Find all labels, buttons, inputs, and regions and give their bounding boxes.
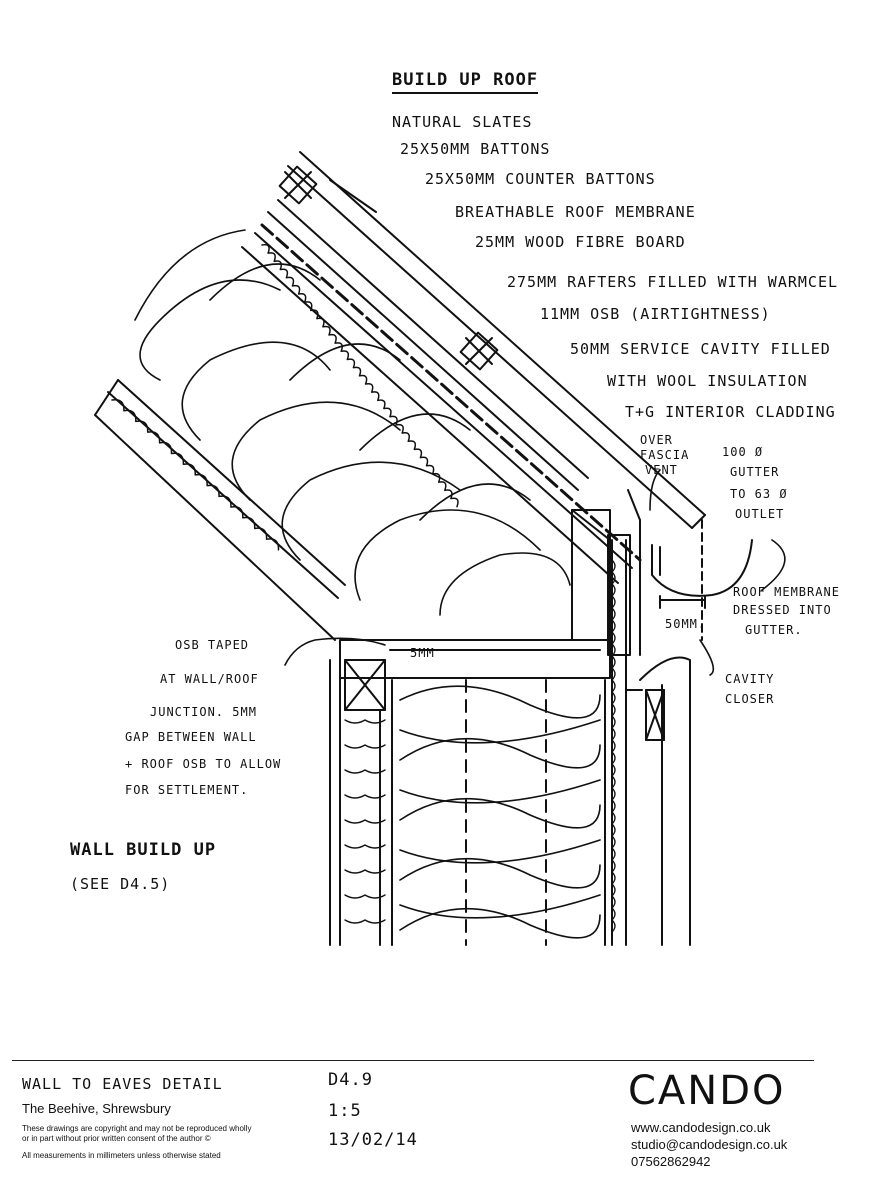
gutter-note-line1: 100 ø — [722, 445, 764, 459]
roof-layer-slates: Natural slates — [392, 113, 533, 131]
company-email[interactable]: studio@candodesign.co.uk — [631, 1137, 788, 1152]
roof-layer-counter-battens: 25x50mm counter battons — [425, 170, 656, 188]
osb-note-line5: + roof OSB to allow — [125, 757, 282, 771]
vent-note-line3: vent — [645, 463, 678, 477]
roof-slates-layer — [287, 151, 706, 529]
external-cladding — [625, 656, 691, 946]
counter-battens — [267, 199, 589, 491]
wall-buildup-heading: Wall build up — [70, 840, 217, 860]
drawing-date: 13/02/14 — [328, 1130, 418, 1150]
osb-note-line2: at wall/roof — [160, 672, 259, 686]
osb-note-line6: for settlement. — [125, 783, 249, 797]
roof-buildup-heading: Build up Roof — [392, 70, 539, 94]
company-phone: 07562862942 — [631, 1154, 711, 1169]
roof-layer-service-cavity: 50mm service cavity filled — [570, 340, 831, 358]
osb-note-line1: OSB taped — [175, 638, 250, 652]
wall-buildup-reference: (see D4.5) — [70, 875, 171, 893]
gutter-note-line4: outlet — [735, 507, 785, 521]
copyright-line1: These drawings are copyright and may not… — [22, 1124, 252, 1133]
cavity-closer-line2: closer — [725, 692, 775, 706]
gutter-note-line3: to 63 ø — [730, 487, 788, 501]
gap-dimension: 5mm — [410, 646, 435, 660]
gutter-note-line2: gutter — [730, 465, 780, 479]
membrane-note-line1: roof membrane — [733, 585, 840, 599]
roof-layer-fibre-board: 25mm wood fibre board — [475, 233, 686, 251]
copyright-line2: or in part without prior written consent… — [22, 1134, 211, 1143]
roof-battens — [278, 165, 499, 371]
rafter-insulation — [94, 229, 571, 641]
drawing-number: D4.9 — [328, 1070, 373, 1090]
roof-layer-osb: 11mm OSB (airtightness) — [540, 305, 771, 323]
roof-layer-wool: with wool insulation — [607, 372, 808, 390]
gutter-dimension: 50mm. — [665, 617, 707, 631]
company-logo: CANDO — [628, 1068, 786, 1114]
vent-note-line2: fascia — [640, 448, 690, 462]
service-cavity-insulation — [111, 398, 280, 551]
wall-plate — [339, 639, 611, 711]
osb-note-line3: junction. 5mm — [150, 705, 257, 719]
gutter — [651, 519, 753, 641]
vent-note-line1: Over — [640, 433, 673, 447]
drawing-scale: 1:5 — [328, 1101, 362, 1121]
wall-section — [329, 539, 627, 946]
membrane-note-line2: dressed into — [733, 603, 832, 617]
measurements-note: All measurements in millimeters unless o… — [22, 1151, 221, 1160]
wood-fibre-board — [241, 232, 633, 584]
company-website[interactable]: www.candodesign.co.uk — [631, 1120, 771, 1135]
roof-layer-rafters: 275mm rafters filled with warmcel — [507, 273, 839, 291]
membrane-note-line3: gutter. — [745, 623, 803, 637]
project-name: The Beehive, Shrewsbury — [22, 1101, 171, 1116]
roof-layer-membrane: breathable roof membrane — [455, 203, 696, 221]
roof-membrane-line — [260, 223, 642, 562]
section-drawing — [94, 151, 786, 946]
roof-layer-battens: 25x50mm battons — [400, 140, 551, 158]
roof-layer-cladding: T+G interior cladding — [625, 403, 836, 421]
drawing-title: Wall to eaves detail — [22, 1075, 223, 1093]
title-block-divider — [12, 1060, 814, 1061]
cavity-closer-line1: cavity — [725, 672, 775, 686]
leader-lines — [284, 469, 786, 676]
eaves-fascia — [571, 489, 641, 656]
osb-note-line4: gap between wall — [125, 730, 257, 744]
